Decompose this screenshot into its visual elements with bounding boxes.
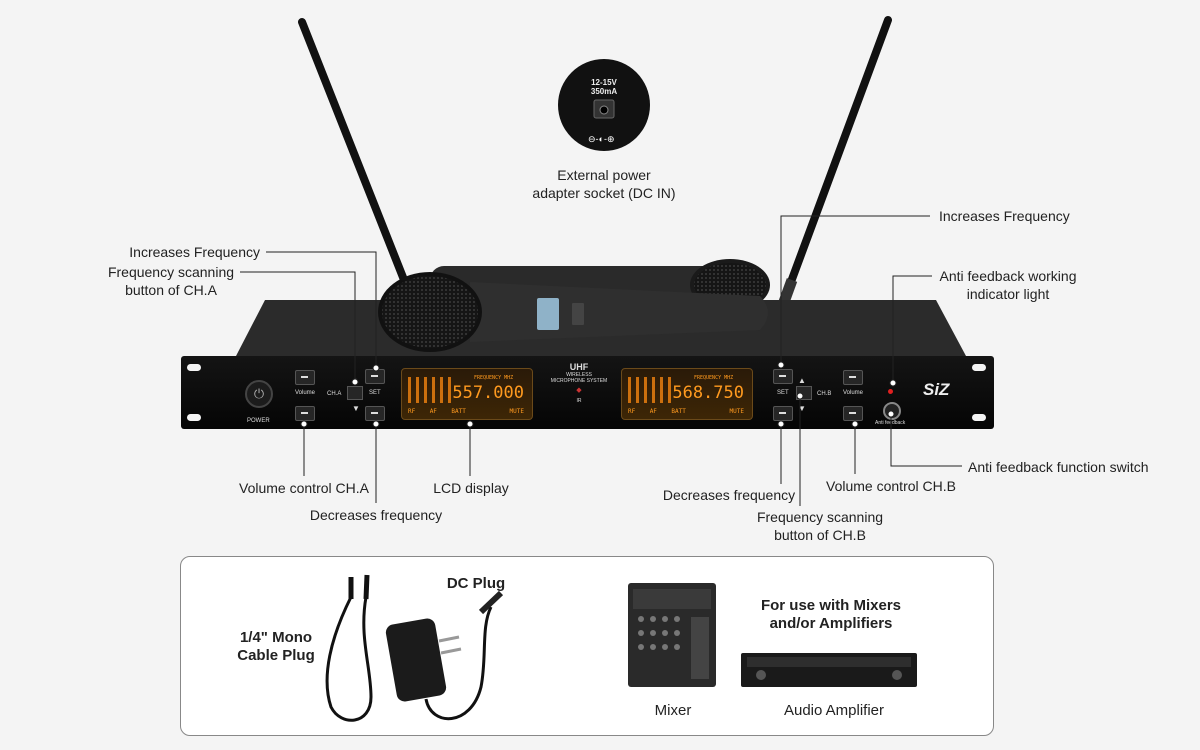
down-arrow-icon: ▼ [352, 404, 360, 413]
mixers-amplifiers-label: For use with Mixers and/or Amplifiers [741, 597, 921, 633]
rack-ear-right [972, 364, 986, 371]
lcd-callout: LCD display [433, 480, 509, 496]
mixers-line1: For use with Mixers [760, 597, 902, 614]
up-arrow-icon: ▲ [352, 376, 360, 385]
frequency-value-chb: 568.750 [672, 383, 744, 403]
anti-feedback-switch[interactable] [883, 402, 901, 420]
volume-label-cha: Volume [295, 390, 316, 396]
power-label: POWER [247, 418, 270, 424]
anti-feedback-indicator-light [888, 389, 893, 394]
down-arrow-icon: ▼ [798, 404, 806, 413]
left-increase-callout: Increases Frequency [129, 244, 260, 260]
frequency-label: FREQUENCY MHZ [694, 375, 734, 381]
brand-logo: SiZ [923, 380, 950, 399]
rf-label: RF [408, 408, 416, 415]
mixer-label: Mixer [654, 702, 692, 719]
left-scan-line1: Frequency scanning [107, 264, 235, 280]
volume-up-button-cha[interactable] [295, 370, 315, 385]
power-button[interactable]: ⏻ [245, 380, 273, 408]
decrease-frequency-button-cha[interactable] [365, 406, 385, 421]
mono-cable-line1: 1/4" Mono [239, 629, 313, 646]
uhf-label: UHF [569, 362, 589, 372]
receiver-front-panel: ⏻ POWER Volume CH.A ▲ ▼ SET FREQUENCY MH… [181, 356, 994, 429]
signal-bars [408, 377, 456, 403]
decrease-a-callout: Decreases frequency [309, 507, 443, 523]
increase-frequency-button-chb[interactable] [773, 369, 793, 384]
anti-switch-callout: Anti feedback function switch [968, 459, 1149, 475]
chb-label: CH.B [817, 391, 832, 397]
batt-label: BATT [451, 408, 466, 415]
volume-down-button-chb[interactable] [843, 406, 863, 421]
amplifier-label: Audio Amplifier [783, 702, 885, 719]
power-socket-line2: adapter socket (DC IN) [532, 185, 676, 201]
mono-cable-label: 1/4" Mono Cable Plug [211, 629, 341, 665]
frequency-value-cha: 557.000 [452, 383, 524, 403]
mute-label: MUTE [729, 408, 744, 415]
rf-label: RF [628, 408, 636, 415]
ir-sensor-icon: ◆ [576, 387, 582, 394]
left-antenna [298, 18, 418, 304]
af-label: AF [429, 408, 437, 415]
anti-feedback-label: Anti feedback [875, 420, 906, 426]
mute-label: MUTE [509, 408, 524, 415]
decrease-frequency-button-chb[interactable] [773, 406, 793, 421]
scan-button-cha[interactable] [347, 386, 363, 400]
lcd-display-chb: FREQUENCY MHZ 568.750 RF AF BATT MUTE [621, 368, 753, 420]
meter-labels: RF AF BATT [628, 408, 686, 415]
cha-label: CH.A [327, 391, 342, 397]
scan-b-line1: Frequency scanning [756, 509, 884, 525]
mixer-icon [628, 583, 716, 687]
amplifier-icon [741, 653, 917, 687]
signal-bars [628, 377, 676, 403]
dc-adapter-icon [385, 590, 504, 721]
microphone-back [430, 259, 770, 311]
power-socket-line1: External power [557, 167, 651, 183]
power-socket-callout: External power adapter socket (DC IN) [504, 166, 704, 202]
rack-ear-right [972, 414, 986, 421]
center-branding: UHF WIRELESS MICROPHONE SYSTEM ◆ IR [537, 362, 621, 404]
scan-b-line2: button of CH.B [774, 527, 866, 543]
accessory-illustrations [325, 574, 917, 722]
volume-b-callout: Volume control CH.B [826, 478, 956, 494]
volume-label-chb: Volume [843, 390, 864, 396]
right-antenna [778, 16, 892, 304]
left-scan-callout: Frequency scanning button of CH.A [96, 263, 246, 299]
scan-b-callout: Frequency scanning button of CH.B [735, 508, 905, 544]
volume-a-callout: Volume control CH.A [239, 480, 369, 496]
accessories-box: DC Plug 1/4" Mono Cable Plug For use wit… [180, 556, 994, 736]
microphone-front [378, 272, 768, 352]
right-increase-callout: Increases Frequency [939, 208, 1070, 224]
anti-light-line2: indicator light [966, 286, 1050, 302]
increase-frequency-button-cha[interactable] [365, 369, 385, 384]
left-scan-line2: button of CH.A [125, 282, 217, 298]
rack-ear-left [187, 414, 201, 421]
decrease-b-callout: Decreases frequency [662, 487, 796, 503]
socket-voltage: 12-15V [591, 78, 617, 87]
rack-ear-left [187, 364, 201, 371]
anti-light-line1: Anti feedback working [939, 268, 1077, 284]
receiver-chassis-top [236, 300, 966, 356]
socket-current: 350mA [590, 87, 618, 96]
lcd-display-cha: FREQUENCY MHZ 557.000 RF AF BATT MUTE [401, 368, 533, 420]
mono-cable-icon [325, 574, 373, 722]
volume-up-button-chb[interactable] [843, 370, 863, 385]
ir-label: IR [576, 398, 582, 404]
micsys-label: MICROPHONE SYSTEM [550, 378, 608, 384]
socket-spec: 12-15V 350mA [584, 78, 624, 96]
frequency-label: FREQUENCY MHZ [474, 375, 514, 381]
mixers-line2: and/or Amplifiers [769, 615, 893, 632]
af-label: AF [649, 408, 657, 415]
dc-plug-label: DC Plug [446, 575, 506, 592]
meter-labels: RF AF BATT [408, 408, 466, 415]
anti-light-callout: Anti feedback working indicator light [928, 267, 1088, 303]
set-label-chb: SET [777, 390, 789, 396]
set-label-cha: SET [369, 390, 381, 396]
wireless-label: WIRELESS [566, 372, 592, 378]
batt-label: BATT [671, 408, 686, 415]
socket-polarity-icon: ⊖-◐-⊕ [588, 134, 615, 144]
scan-button-chb[interactable] [796, 386, 812, 400]
mono-cable-line2: Cable Plug [237, 647, 315, 664]
volume-down-button-cha[interactable] [295, 406, 315, 421]
up-arrow-icon: ▲ [798, 376, 806, 385]
